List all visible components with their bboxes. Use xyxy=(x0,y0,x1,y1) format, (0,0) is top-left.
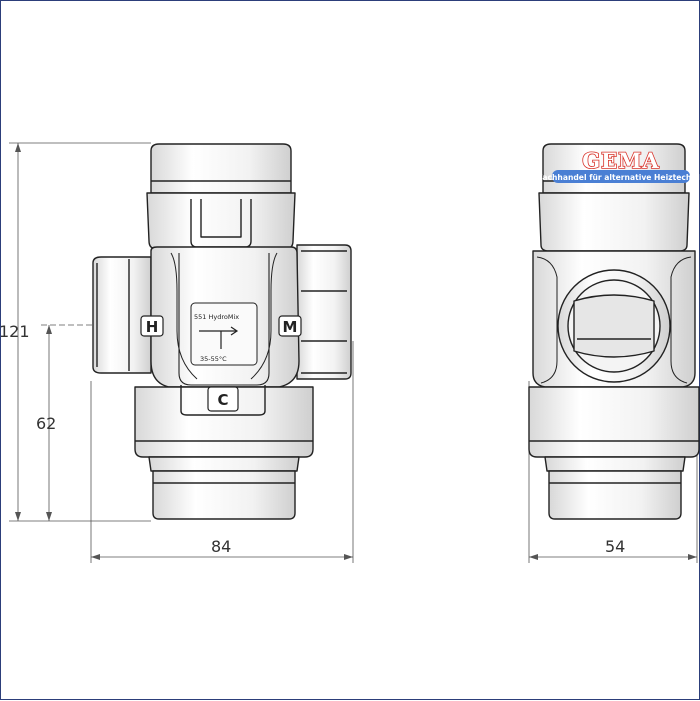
port-m-badge xyxy=(278,315,302,337)
front-collar xyxy=(134,386,314,458)
port-m-nut xyxy=(296,244,352,380)
side-view xyxy=(528,143,700,520)
side-collar xyxy=(528,386,700,458)
port-h-letter: H xyxy=(146,318,159,336)
dim-port-height: 62 xyxy=(36,414,56,433)
port-c-badge xyxy=(207,386,239,412)
port-c-letter: C xyxy=(217,391,228,409)
side-bottom-ring xyxy=(544,456,686,472)
front-cap-top xyxy=(150,143,292,194)
gema-logo: GEMA xyxy=(582,148,659,173)
dim-front-width: 84 xyxy=(211,537,231,556)
dimension-lines xyxy=(9,142,698,563)
flow-arrow-icon xyxy=(199,326,239,349)
gema-watermark: GEMA Fachhandel für alternative Heiztech… xyxy=(538,147,700,183)
port-m-letter: M xyxy=(283,318,298,336)
port-h-badge xyxy=(140,315,164,337)
dim-side-width: 54 xyxy=(605,537,625,556)
port-h-thread xyxy=(92,256,152,374)
gema-tagline: Fachhandel für alternative Heiztechnik xyxy=(538,173,700,182)
side-port-disc xyxy=(573,294,655,358)
dim-overall-height: 121 xyxy=(1,322,30,341)
side-bottom-thread xyxy=(548,470,682,520)
label-window xyxy=(190,302,258,366)
front-bottom-thread xyxy=(152,470,296,520)
side-cap-skirt xyxy=(538,192,690,252)
gema-tagline-bar xyxy=(552,170,690,183)
model-label: 551 HydroMix xyxy=(194,313,239,321)
front-bottom-ring xyxy=(148,456,300,472)
dimension-arrows xyxy=(15,143,697,560)
temp-range-label: 35-55°C xyxy=(200,355,227,363)
front-cap-skirt xyxy=(146,192,296,250)
front-view xyxy=(92,143,352,520)
port-badges xyxy=(140,315,302,412)
